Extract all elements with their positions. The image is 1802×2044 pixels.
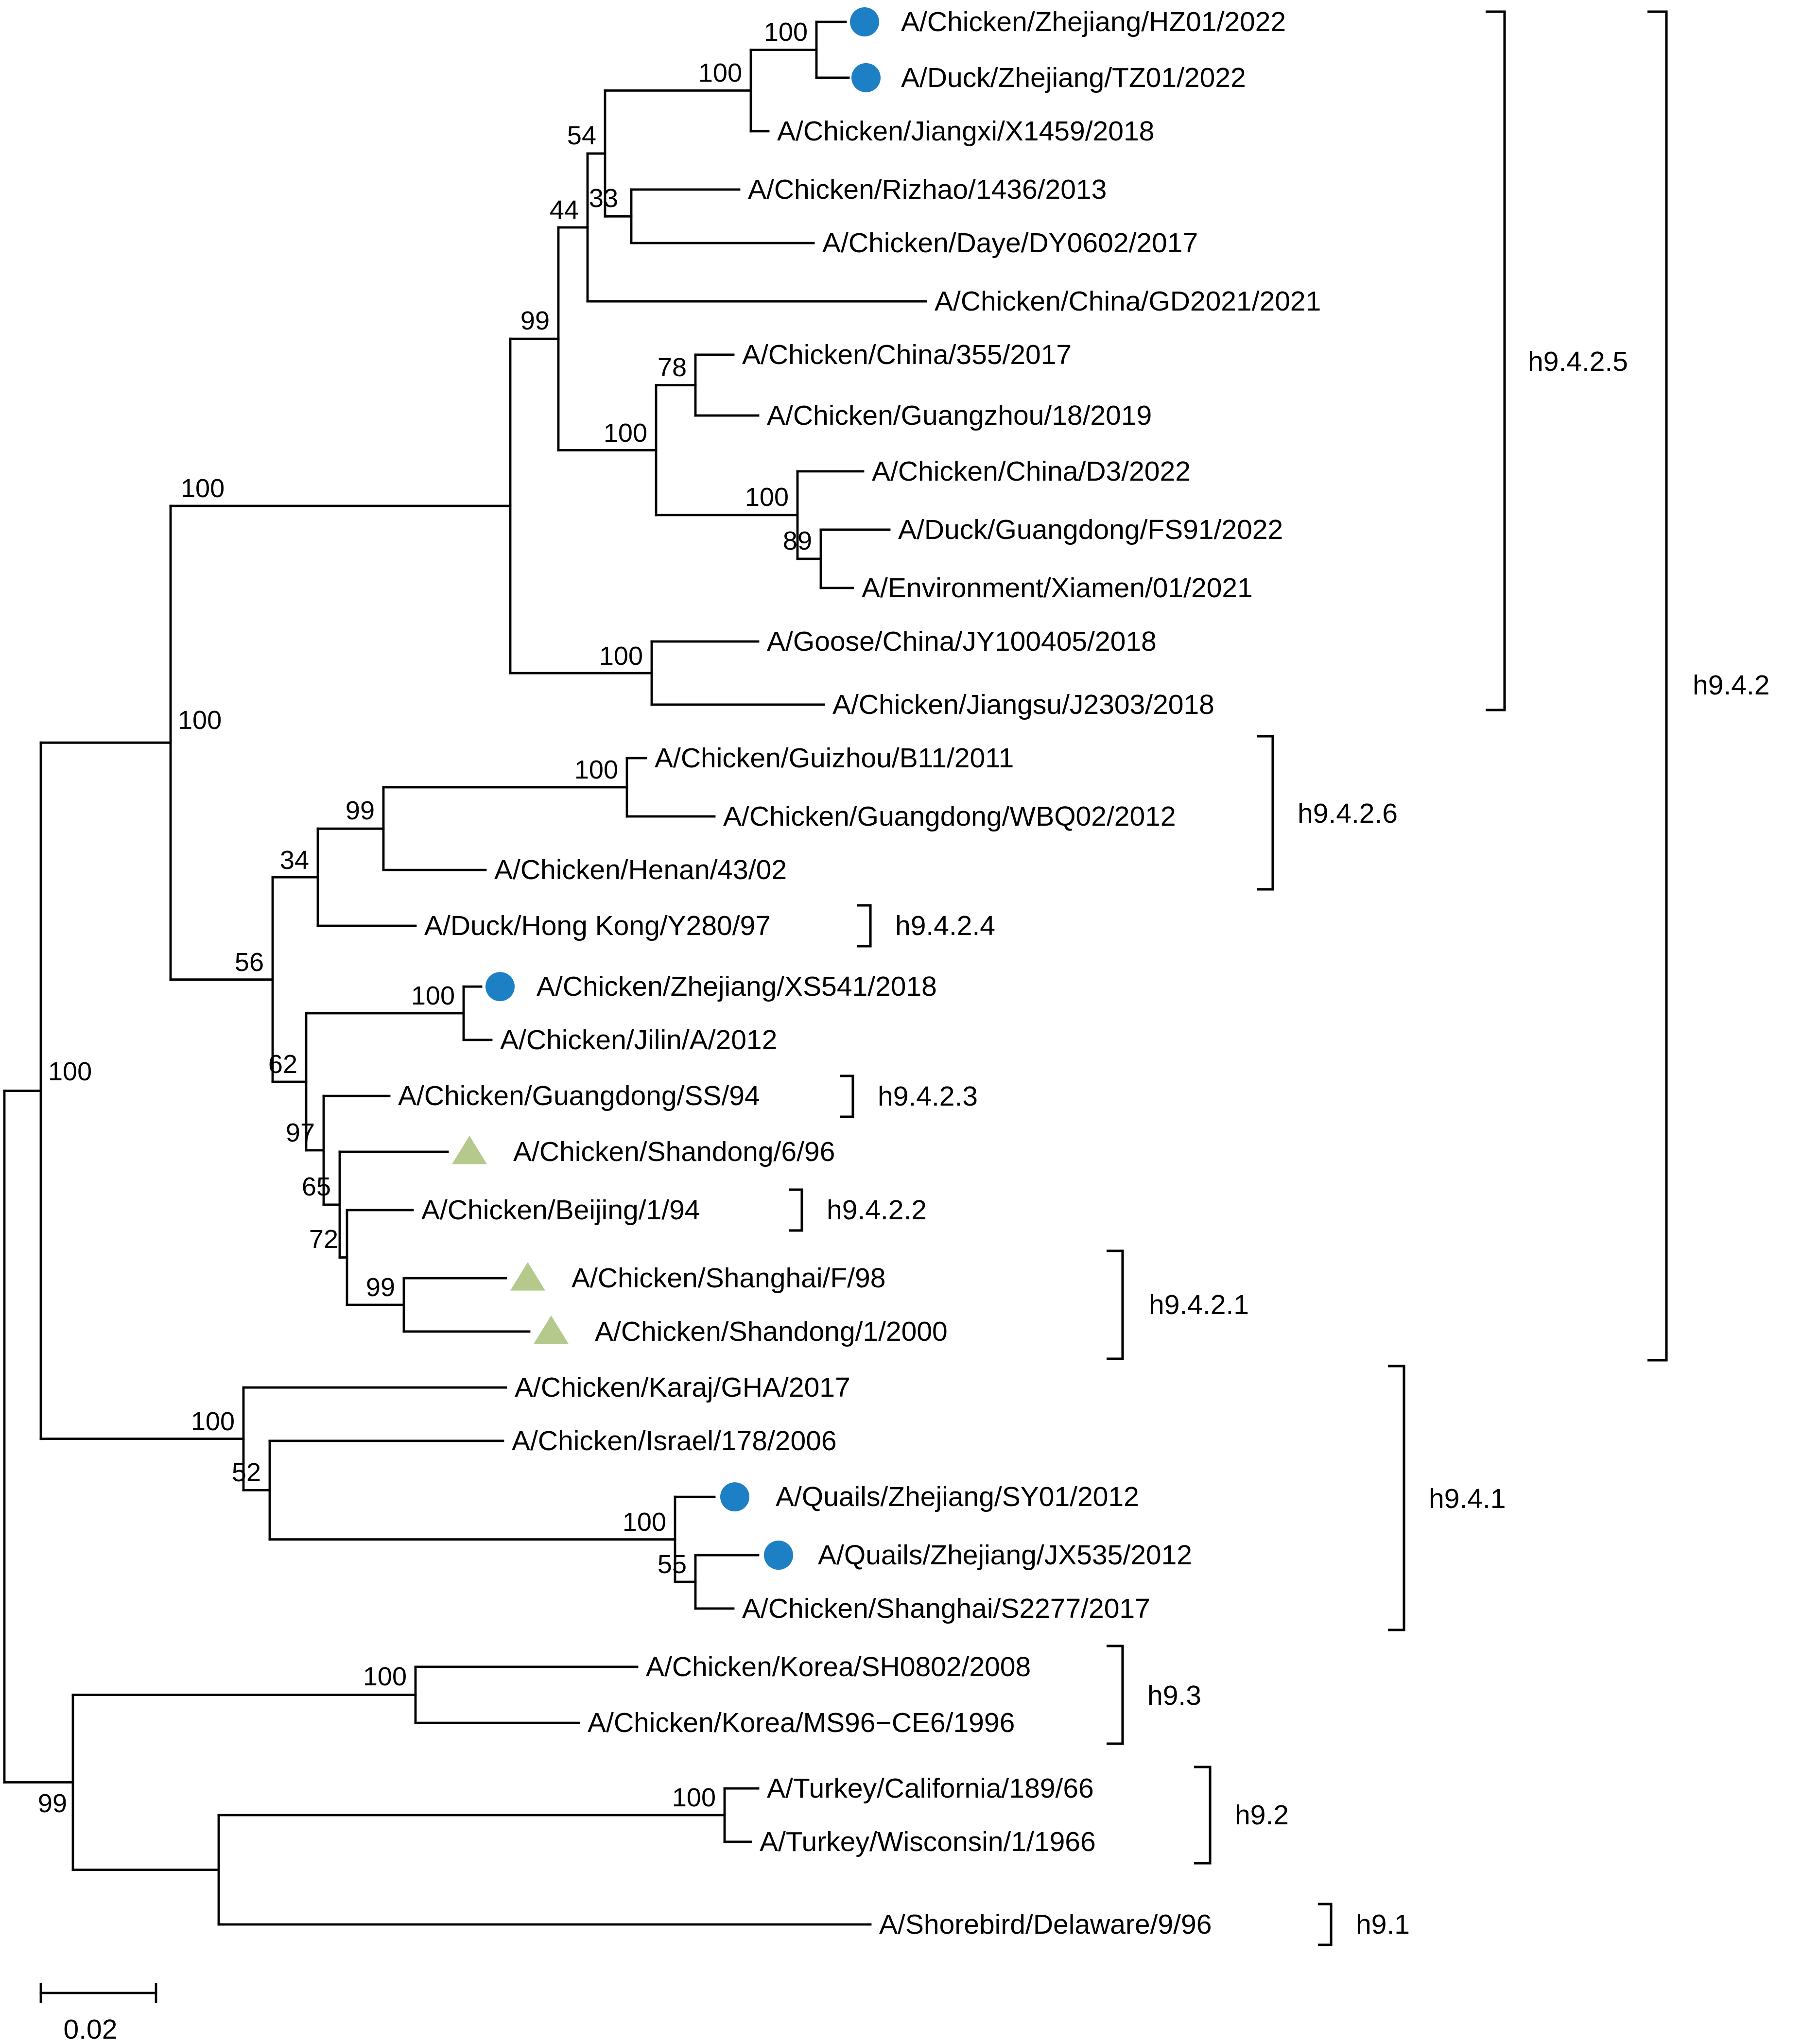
taxon-label: A/Chicken/Jiangsu/J2303/2018 [832,689,1214,720]
bootstrap-value: 100 [363,1662,407,1691]
taxon-label: A/Goose/China/JY100405/2018 [767,626,1157,657]
bootstrap-value: 100 [191,1407,235,1436]
blue-circle-marker [485,972,515,1002]
taxon-label: A/Chicken/Guangdong/WBQ02/2012 [723,801,1176,832]
clade-bracket [1107,1249,1124,1360]
clade-label: h9.4.2.3 [878,1081,978,1112]
clade-bracket [1318,1903,1333,1946]
taxon-label: A/Chicken/Henan/43/02 [494,854,787,885]
taxon-label: A/Chicken/Shanghai/S2277/2017 [742,1593,1150,1624]
bootstrap-value: 56 [235,948,264,977]
taxon-label: A/Duck/Zhejiang/TZ01/2022 [901,62,1246,93]
bootstrap-value: 34 [280,846,309,875]
clade-bracket [1257,735,1274,891]
bootstrap-value: 78 [658,353,687,382]
taxon-label: A/Quails/Zhejiang/SY01/2012 [776,1481,1139,1512]
bootstrap-value: 100 [574,755,618,784]
scale-bar-label: 0.02 [64,2014,118,2044]
bootstrap-value: 100 [181,474,225,503]
clade-label: h9.4.1 [1429,1483,1506,1514]
taxon-label: A/Chicken/Shandong/1/2000 [595,1316,948,1347]
clade-bracket [1194,1766,1212,1865]
clade-label: h9.1 [1356,1909,1410,1940]
taxon-label: A/Chicken/Israel/178/2006 [512,1425,837,1456]
bootstrap-value: 100 [672,1783,716,1812]
bootstrap-value: 62 [268,1050,297,1079]
taxon-label: A/Chicken/China/GD2021/2021 [935,286,1321,317]
bootstrap-value: 100 [764,17,808,47]
taxon-label: A/Chicken/China/D3/2022 [872,456,1191,487]
taxon-label: A/Chicken/Rizhao/1436/2013 [748,174,1107,205]
taxon-label: A/Chicken/Guangdong/SS/94 [398,1080,760,1111]
taxon-label: A/Duck/Hong Kong/Y280/97 [424,910,771,941]
bootstrap-value: 33 [589,184,618,213]
taxon-label: A/Turkey/California/189/66 [767,1773,1094,1804]
clade-bracket [1107,1645,1124,1745]
clade-label: h9.4.2.1 [1149,1289,1249,1320]
taxon-label: A/Chicken/Zhejiang/XS541/2018 [537,971,937,1002]
taxon-label: A/Chicken/Jiangxi/X1459/2018 [777,116,1154,147]
bootstrap-value: 100 [623,1507,666,1537]
taxon-label: A/Environment/Xiamen/01/2021 [862,572,1253,604]
taxon-label: A/Chicken/Beijing/1/94 [421,1195,700,1226]
clade-bracket [840,1074,854,1118]
clade-label: h9.4.2 [1693,670,1769,701]
taxon-label: A/Turkey/Wisconsin/1/1966 [760,1826,1096,1857]
blue-circle-marker [851,63,881,92]
bootstrap-value: 65 [302,1172,331,1201]
bootstrap-value: 89 [783,526,812,555]
clade-label: h9.4.2.4 [895,910,995,941]
clade-bracket [857,904,872,948]
clade-bracket [1647,10,1668,1362]
bootstrap-value: 99 [38,1789,67,1818]
blue-circle-marker [850,7,879,36]
taxon-label: A/Chicken/Korea/MS96−CE6/1996 [588,1707,1015,1738]
bootstrap-value: 97 [286,1118,315,1147]
taxon-label: A/Chicken/Guangzhou/18/2019 [767,400,1152,431]
bootstrap-value: 100 [411,981,455,1010]
bootstrap-value: 99 [346,796,375,825]
blue-circle-marker [764,1541,793,1570]
bootstrap-value: 72 [309,1225,338,1254]
taxon-label: A/Chicken/Guizhou/B11/2011 [655,743,1014,774]
clade-bracket [1388,1365,1405,1631]
green-triangle-marker [510,1262,545,1291]
taxon-label: A/Duck/Guangdong/FS91/2022 [898,514,1283,545]
clade-label: h9.3 [1147,1680,1201,1711]
green-triangle-marker [452,1136,487,1164]
bootstrap-value: 55 [658,1550,687,1579]
bootstrap-value: 100 [745,483,789,512]
taxon-label: A/Chicken/Zhejiang/HZ01/2022 [901,6,1286,37]
clade-bracket [789,1188,803,1232]
clade-label: h9.4.2.5 [1528,346,1628,377]
bootstrap-value: 54 [567,121,596,150]
taxon-label: A/Chicken/Daye/DY0602/2017 [822,227,1198,259]
bootstrap-value: 99 [520,306,550,335]
bootstrap-value: 52 [232,1458,261,1487]
taxon-label: A/Shorebird/Delaware/9/96 [879,1909,1212,1940]
bootstrap-value: 100 [178,706,222,735]
bootstrap-value: 100 [604,418,647,448]
clade-label: h9.4.2.6 [1298,798,1398,829]
bootstrap-value: 100 [698,58,742,87]
taxon-label: A/Chicken/Shanghai/F/98 [572,1263,885,1294]
green-triangle-marker [534,1315,569,1344]
taxon-label: A/Quails/Zhejiang/JX535/2012 [818,1540,1192,1571]
taxon-label: A/Chicken/Jilin/A/2012 [500,1024,777,1056]
bootstrap-value: 100 [48,1057,92,1086]
bootstrap-value: 99 [366,1273,395,1302]
taxon-label: A/Chicken/Karaj/GHA/2017 [515,1372,850,1403]
taxon-label: A/Chicken/Korea/SH0802/2008 [646,1651,1031,1682]
taxon-label: A/Chicken/China/355/2017 [742,339,1072,370]
clade-label: h9.2 [1235,1800,1289,1831]
blue-circle-marker [720,1482,749,1512]
bootstrap-value: 44 [550,195,579,225]
bootstrap-value: 100 [599,641,643,671]
clade-bracket [1486,10,1506,711]
clade-label: h9.4.2.2 [827,1195,927,1226]
taxon-label: A/Chicken/Shandong/6/96 [513,1136,835,1167]
